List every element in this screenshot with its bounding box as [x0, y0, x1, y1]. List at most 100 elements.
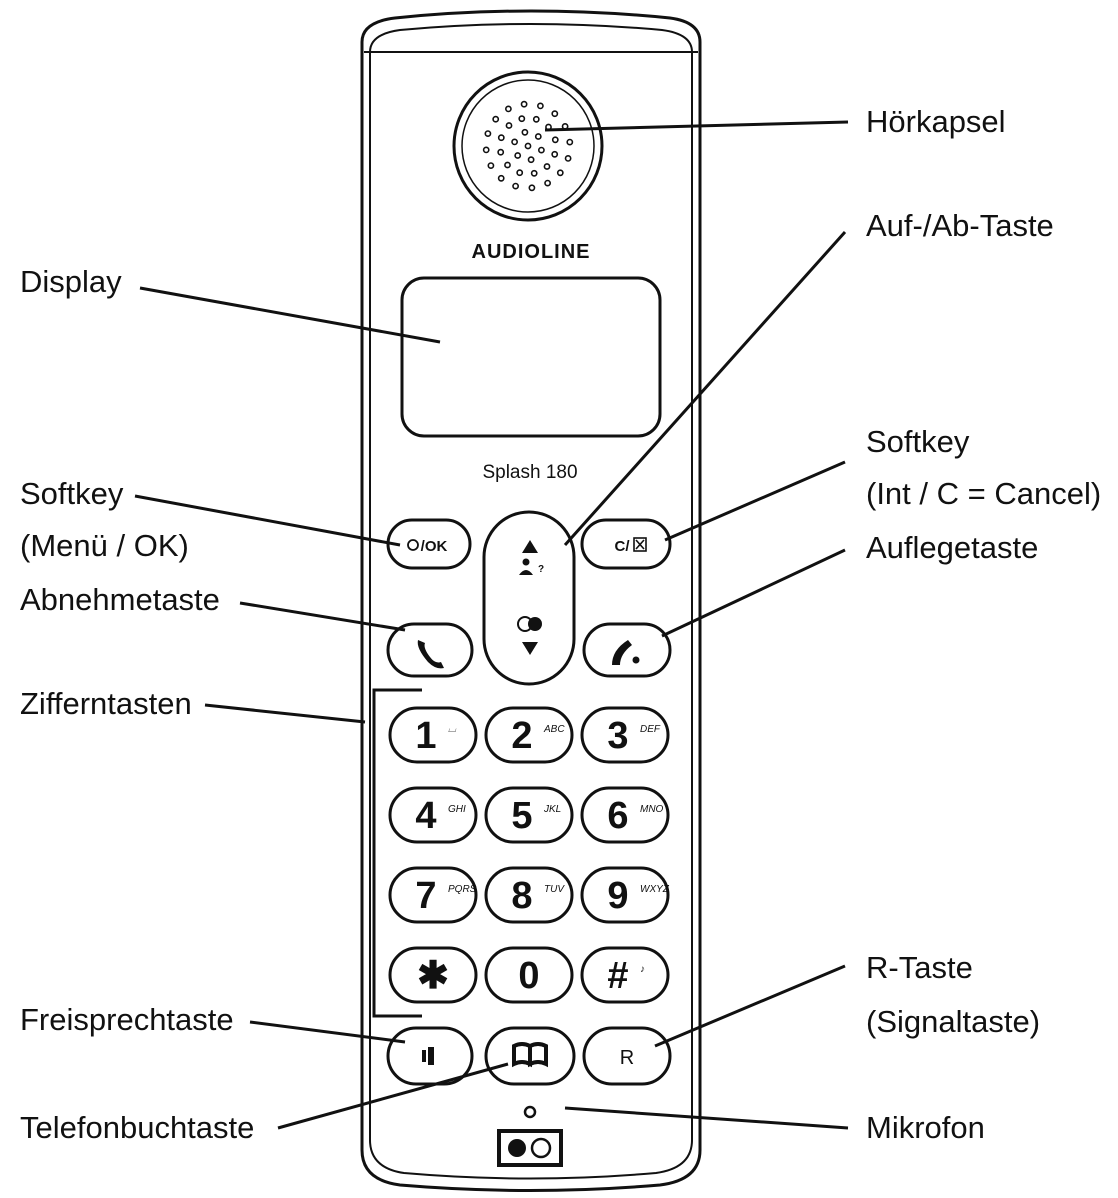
keypad-bracket: [372, 688, 422, 1018]
softkey-menu-ok-button[interactable]: /OK: [386, 518, 472, 570]
label-hoerkapsel: Hörkapsel: [866, 104, 1006, 139]
contact-icon: ?: [519, 558, 544, 575]
arrow-down-icon: [522, 642, 538, 655]
handset-hangup-icon: [612, 640, 632, 665]
earpiece-hole: [534, 133, 542, 140]
digit-key-letters: WXYZ: [640, 884, 670, 895]
digit-key-2[interactable]: 2 ABC: [484, 706, 574, 764]
digit-key-0[interactable]: 0: [484, 946, 574, 1004]
digit-key-6[interactable]: 6 MNO: [580, 786, 670, 844]
digit-key-letters: PQRS: [448, 884, 477, 895]
digit-key-letters: TUV: [544, 884, 565, 895]
earpiece-hole: [543, 163, 551, 170]
svg-text:?: ?: [538, 564, 544, 575]
digit-key-label: 8: [511, 875, 532, 917]
label-display: Display: [20, 264, 122, 299]
earpiece-hole: [497, 174, 505, 182]
label-softkey-left: Softkey: [20, 476, 124, 511]
digit-key-label: 5: [511, 795, 532, 837]
handset-pickup-icon: [417, 640, 444, 669]
digit-key-letters: MNO: [640, 804, 664, 815]
handset-body: [360, 9, 702, 1192]
earpiece-hole: [497, 148, 505, 156]
speaker-icon: [422, 1047, 434, 1065]
earpiece-hole: [516, 169, 524, 177]
earpiece-hole: [527, 156, 535, 164]
label-auflegetaste: Auflegetaste: [866, 530, 1039, 565]
earpiece-hole: [556, 169, 564, 177]
digit-key-5[interactable]: 5 JKL: [484, 786, 574, 844]
speakerphone-button[interactable]: [386, 1026, 474, 1086]
label-abnehmetaste: Abnehmetaste: [20, 582, 220, 617]
digit-key-label: #: [607, 955, 628, 997]
label-softkey-right: Softkey: [866, 424, 970, 459]
earpiece-hole: [532, 115, 540, 123]
digit-key-9[interactable]: 9 WXYZ: [580, 866, 670, 924]
digit-key-letters: ABC: [543, 724, 565, 735]
digit-key-1[interactable]: 1⌴: [388, 706, 478, 764]
digit-key-letters: JKL: [543, 804, 561, 815]
earpiece-hole: [524, 142, 532, 150]
digit-key-letters: ⌴: [448, 724, 457, 735]
earpiece-hole: [537, 102, 544, 110]
digit-key-4[interactable]: 4 GHI: [388, 786, 478, 844]
svg-text:R: R: [620, 1047, 634, 1069]
label-telefonbuchtaste: Telefonbuchtaste: [20, 1110, 255, 1145]
digit-key-letters: DEF: [640, 724, 661, 735]
earpiece-hole: [514, 152, 522, 159]
earpiece-hole: [564, 154, 572, 162]
label-zifferntasten: Zifferntasten: [20, 686, 192, 721]
earpiece-hole: [504, 105, 512, 113]
earpiece-hole: [551, 136, 559, 144]
earpiece-hole: [497, 134, 505, 142]
earpiece-hole: [530, 169, 538, 177]
digit-key-3[interactable]: 3 DEF: [580, 706, 670, 764]
earpiece-hole: [487, 162, 495, 169]
earpiece-hole: [511, 138, 518, 146]
call-button[interactable]: [386, 622, 474, 678]
digit-key-✱[interactable]: ✱: [388, 946, 478, 1004]
intercom-icon: [633, 537, 647, 552]
earpiece-hole: [482, 146, 490, 154]
earpiece-hole: [518, 115, 526, 123]
digit-key-letters: ♪: [640, 964, 645, 975]
call-log-icon: [517, 616, 542, 632]
earpiece: [452, 70, 604, 222]
navigation-up-down-key[interactable]: ?: [482, 510, 576, 686]
phonebook-button[interactable]: [484, 1026, 576, 1086]
label-mikrofon: Mikrofon: [866, 1110, 985, 1145]
svg-text:C/: C/: [615, 538, 631, 555]
digit-key-label: 0: [518, 955, 539, 997]
digit-key-label: ✱: [417, 955, 449, 997]
charging-contacts: [497, 1129, 563, 1167]
r-button[interactable]: R: [582, 1026, 672, 1086]
earpiece-hole: [538, 146, 545, 154]
earpiece-hole: [544, 179, 551, 187]
digit-key-8[interactable]: 8 TUV: [484, 866, 574, 924]
earpiece-hole: [566, 138, 574, 146]
display-screen: [400, 276, 662, 438]
earpiece-hole: [551, 110, 559, 118]
earpiece-hole: [521, 128, 529, 136]
label-r-taste-sub: (Signaltaste): [866, 1004, 1041, 1039]
earpiece-hole: [492, 115, 500, 123]
hang-up-button[interactable]: [582, 622, 672, 678]
digit-key-label: 3: [607, 715, 628, 757]
brand-logo: AUDIOLINE: [472, 241, 591, 263]
digit-key-label: 2: [511, 715, 532, 757]
leader-lines: [134, 120, 849, 1130]
earpiece-hole: [484, 130, 492, 137]
softkey-cancel-button[interactable]: C/: [580, 518, 672, 570]
earpiece-hole: [512, 182, 519, 190]
digit-key-letters: GHI: [448, 804, 466, 815]
digit-key-#[interactable]: #♪: [580, 946, 670, 1004]
arrow-up-icon: [522, 540, 538, 553]
svg-text:/OK: /OK: [421, 538, 448, 555]
menu-icon: [407, 539, 419, 551]
digit-key-label: 4: [415, 795, 436, 837]
digit-key-label: 9: [607, 875, 628, 917]
digit-key-label: 6: [607, 795, 628, 837]
model-name: Splash 180: [482, 462, 577, 483]
phonebook-icon: [512, 1042, 548, 1068]
